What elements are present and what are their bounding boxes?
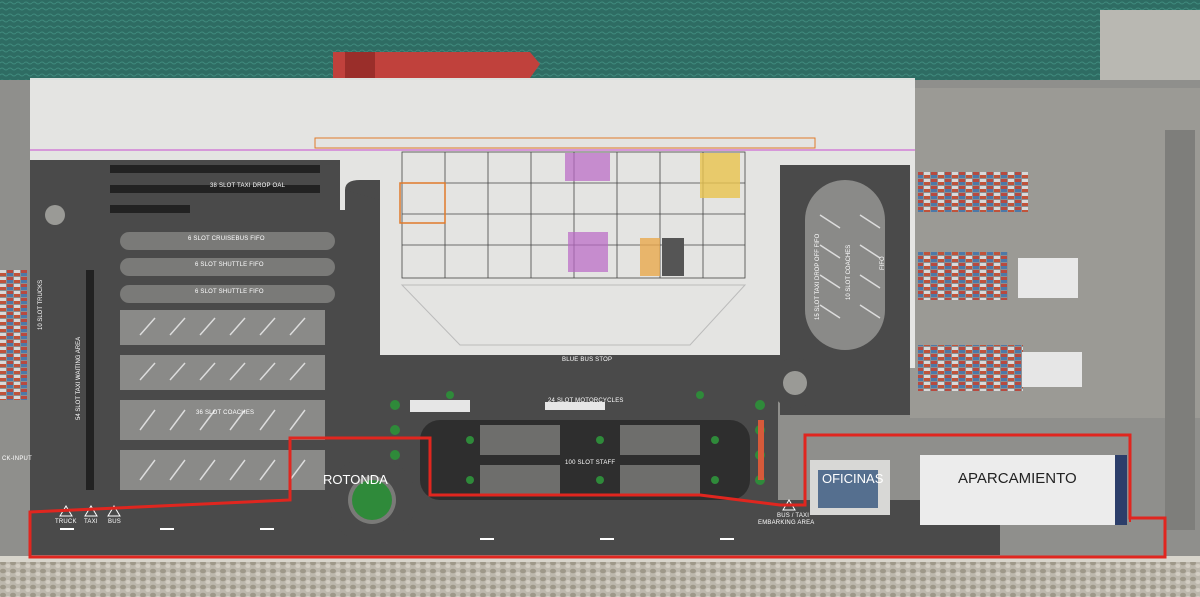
- label-embarking-area: EMBARKING AREA: [758, 520, 815, 526]
- label-taxi-waiting: 54 SLOT TAXI WAITING AREA: [76, 336, 82, 420]
- label-shuttle-2: 6 SLOT SHUTTLE FIFO: [195, 289, 264, 295]
- label-shuttle-1: 6 SLOT SHUTTLE FIFO: [195, 262, 264, 268]
- parking-outline: [805, 434, 1131, 522]
- label-motorcycles: 24 SLOT MOTORCYCLES: [548, 398, 624, 404]
- container-stack: [1018, 258, 1078, 298]
- breakwater: [0, 560, 1200, 597]
- container-stack: [1022, 352, 1082, 387]
- label-aparcamiento: APARCAMIENTO: [958, 470, 1077, 487]
- label-blue-bus-stop: BLUE BUS STOP: [562, 357, 613, 363]
- bus-lanes: [120, 232, 335, 303]
- container-stack: [918, 345, 1023, 391]
- label-bus: BUS: [108, 519, 121, 525]
- label-coaches-36: 36 SLOT COACHES: [196, 410, 255, 416]
- label-oficinas: OFICINAS: [822, 471, 884, 486]
- parking-building: [920, 455, 1115, 525]
- label-fifo-right: FIFO: [880, 256, 886, 270]
- label-cruisebus: 6 SLOT CRUISEBUS FIFO: [188, 236, 265, 242]
- container-stack: [0, 270, 28, 400]
- container-stack: [918, 172, 1028, 212]
- label-check-input: CK-INPUT: [2, 456, 32, 462]
- coach-bays: [120, 310, 325, 490]
- label-taxi-dropoff-fifo: 15 SLOT TAXI DROP OFF FIFO: [815, 233, 821, 320]
- label-coaches-10: 10 SLOT COACHES: [846, 244, 852, 300]
- sea: [0, 0, 1200, 85]
- label-taxi: TAXI: [84, 519, 98, 525]
- quay-pier: [1100, 10, 1200, 90]
- label-rotonda: ROTONDA: [323, 472, 388, 487]
- label-taxi-drop: 38 SLOT TAXI DROP OAL: [210, 183, 286, 189]
- container-stack: [918, 252, 1008, 300]
- label-trucks: 10 SLOT TRUCKS: [38, 279, 44, 330]
- label-bus-taxi: BUS / TAXI: [777, 513, 810, 519]
- label-staff: 100 SLOT STAFF: [565, 460, 616, 466]
- project-boundary: [28, 433, 1167, 559]
- label-truck: TRUCK: [55, 519, 77, 525]
- ship-icon: [333, 52, 540, 78]
